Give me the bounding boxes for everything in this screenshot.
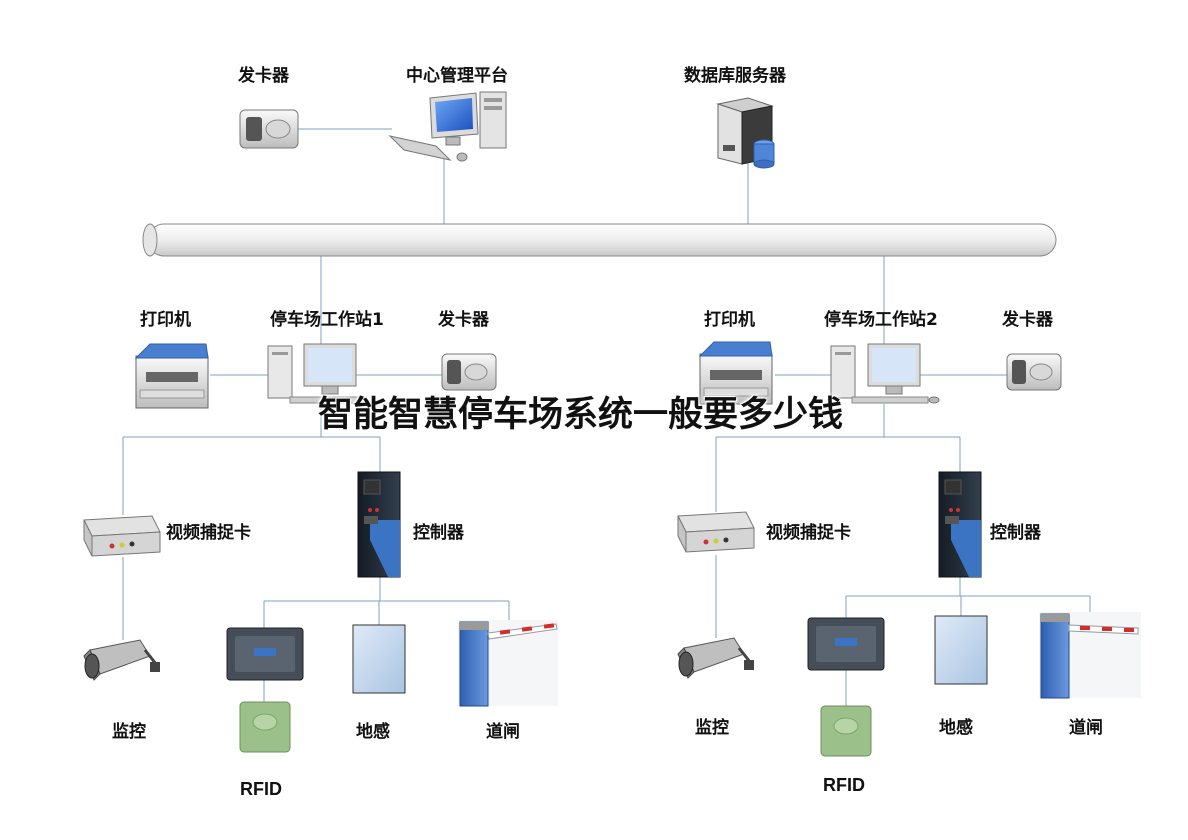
controller-left-device — [357, 471, 401, 578]
controller-right-device — [938, 471, 982, 578]
workstation-1-computer — [267, 343, 361, 404]
ground-sensor-right-label: 地感 — [939, 718, 973, 738]
rfid-antenna-left-device — [239, 701, 291, 753]
card-issuer-right-device — [1006, 353, 1062, 391]
card-issuer-left-device — [441, 353, 497, 391]
central-platform-label: 中心管理平台 — [406, 66, 508, 86]
workstation-1-label: 停车场工作站1 — [270, 310, 384, 330]
controller-left-label: 控制器 — [413, 523, 464, 543]
database-server-label: 数据库服务器 — [684, 66, 786, 86]
card-issuer-right-label: 发卡器 — [1002, 310, 1053, 330]
workstation-2-computer — [830, 343, 940, 404]
connection-lines — [122, 128, 1091, 706]
video-capture-card-left-device — [83, 515, 161, 557]
overlay-title: 智能智慧停车场系统一般要多少钱 — [318, 395, 844, 435]
printer-left-label: 打印机 — [140, 310, 191, 330]
card-issuer-left-label: 发卡器 — [438, 310, 489, 330]
ground-sensor-right-device — [934, 615, 988, 685]
camera-right-label: 监控 — [695, 718, 729, 738]
camera-left-label: 监控 — [112, 722, 146, 742]
ground-sensor-left-label: 地感 — [356, 722, 390, 742]
card-issuer-top-label: 发卡器 — [238, 66, 289, 86]
surveillance-camera-right-device — [677, 637, 754, 679]
card-issuer-top-device — [239, 109, 299, 149]
video-capture-left-label: 视频捕捉卡 — [166, 523, 251, 543]
central-platform-computer — [388, 91, 507, 162]
workstation-2-label: 停车场工作站2 — [824, 310, 938, 330]
barrier-gate-left-device — [458, 620, 558, 707]
printer-right-label: 打印机 — [704, 310, 755, 330]
barrier-gate-right-label: 道闸 — [1069, 718, 1103, 738]
barrier-gate-left-label: 道闸 — [486, 722, 520, 742]
ground-sensor-left-device — [352, 624, 406, 694]
printer-left-device — [134, 343, 209, 409]
rfid-right-label: RFID — [823, 775, 865, 795]
barrier-gate-right-device — [1039, 612, 1141, 699]
printer-right-device — [698, 341, 773, 405]
surveillance-camera-left-device — [83, 639, 160, 681]
controller-right-label: 控制器 — [990, 523, 1041, 543]
video-capture-right-label: 视频捕捉卡 — [766, 523, 851, 543]
rfid-left-label: RFID — [240, 779, 282, 799]
rfid-reader-left-device — [226, 627, 304, 681]
rfid-reader-right-device — [807, 617, 885, 671]
video-capture-card-right-device — [677, 511, 755, 553]
network-bus — [142, 223, 1057, 257]
rfid-antenna-right-device — [820, 705, 872, 757]
database-server — [716, 97, 775, 169]
